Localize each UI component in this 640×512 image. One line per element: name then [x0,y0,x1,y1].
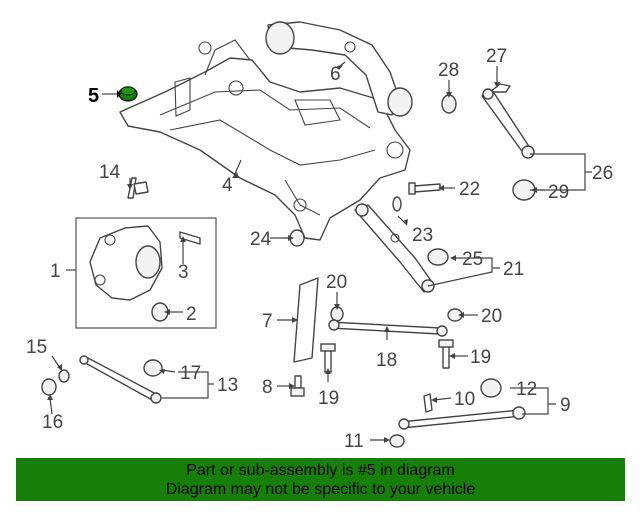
callout-28: 28 [438,60,459,81]
callout-8: 8 [262,377,273,398]
arrowheads [47,65,537,443]
callout-17: 17 [180,363,201,384]
bolt-part-22[interactable] [408,182,441,195]
callout-1: 1 [50,261,61,282]
callout-3: 3 [178,262,189,283]
washer-part-23[interactable] [392,196,402,212]
bolt-part-19a[interactable] [320,343,336,373]
callout-labels: 1 2 3 4 5 6 7 8 9 10 11 12 13 14 15 16 1… [26,46,613,452]
knuckle-box [75,217,217,329]
lower-arm-part[interactable] [354,203,435,293]
bolt-part-10[interactable] [423,393,433,413]
subframe-part[interactable] [119,39,411,241]
callout-20b: 20 [481,306,502,327]
parts-diagram: 1 2 3 4 5 6 7 8 9 10 11 12 13 14 15 16 1… [26,21,613,452]
callout-15: 15 [26,337,47,358]
bushing-part-12[interactable] [480,378,502,398]
bolt-part-19b[interactable] [438,339,454,369]
banner-line-1: Part or sub-assembly is #5 in diagram [186,462,455,479]
callout-14: 14 [99,162,121,183]
callout-22: 22 [459,179,480,200]
callout-25: 25 [462,249,483,270]
banner-line-2: Diagram may not be specific to your vehi… [165,481,476,498]
callout-4: 4 [222,175,233,196]
callout-19a: 19 [318,388,339,409]
callout-13: 13 [217,375,238,396]
callout-9: 9 [560,395,571,416]
callout-21: 21 [503,259,524,280]
bolt-part-14[interactable] [127,177,149,199]
callout-18: 18 [376,350,397,371]
callout-26: 26 [592,163,613,184]
knuckle-part[interactable] [89,225,163,301]
bushing-part-5[interactable] [118,86,138,102]
callout-5[interactable]: 5 [88,85,99,107]
washer-part-15[interactable] [58,369,70,383]
upper-arm-part[interactable] [265,21,413,117]
bushing-part-17[interactable] [143,359,163,377]
callout-23: 23 [412,225,433,246]
toe-link-part[interactable] [481,88,535,159]
callout-27: 27 [486,46,507,67]
bushing-part-16[interactable] [41,378,57,396]
callout-20a: 20 [326,272,347,293]
callout-2: 2 [186,304,197,325]
bushing-part-11[interactable] [389,434,405,448]
bolt-part-8[interactable] [290,375,305,397]
callout-10: 10 [454,389,475,410]
callout-29: 29 [548,182,569,203]
bolt-part-3[interactable] [179,231,201,245]
bushing-part-25[interactable] [427,248,449,266]
callout-24: 24 [250,229,272,250]
callout-12: 12 [516,379,537,400]
callout-11: 11 [344,431,364,452]
callout-6: 6 [330,64,341,85]
lateral-link-part[interactable] [328,319,448,337]
callout-16: 16 [42,412,63,433]
info-banner: Part or sub-assembly is #5 in diagram Di… [16,458,625,501]
stabilizer-bar-part[interactable] [293,277,319,363]
lower-rod-part[interactable] [398,406,526,430]
callout-7: 7 [262,311,273,332]
callout-19b: 19 [470,347,491,368]
rear-link-part[interactable] [79,355,162,404]
